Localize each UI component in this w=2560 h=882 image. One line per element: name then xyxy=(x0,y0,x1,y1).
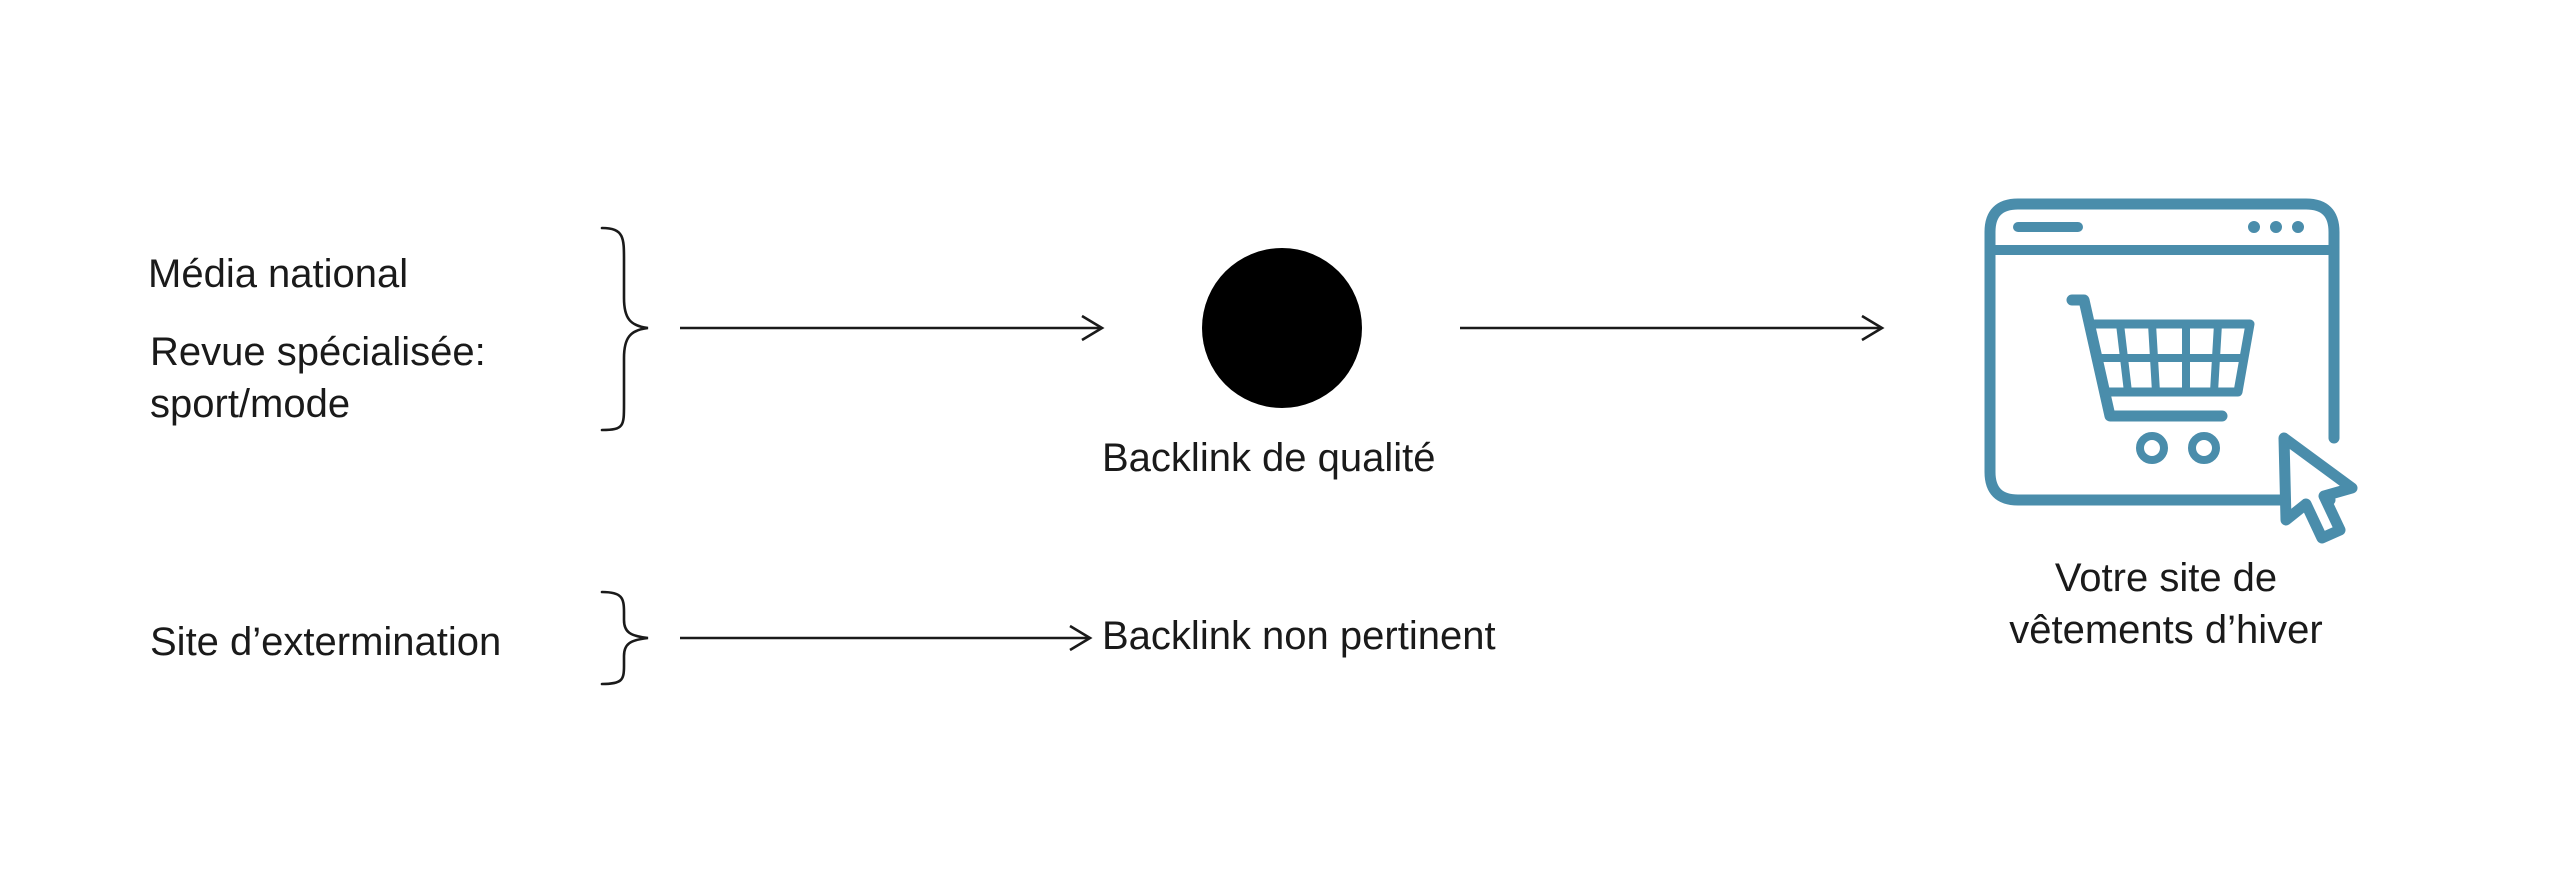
source-revue-line1: Revue spécialisée: xyxy=(150,330,486,374)
upper-curly-brace xyxy=(600,226,649,432)
shopping-cart-browser-icon xyxy=(1984,198,2358,544)
label-backlink-irrelevant: Backlink non pertinent xyxy=(1102,614,1496,658)
quality-node-circle xyxy=(1202,248,1362,408)
source-site-extermination: Site d’extermination xyxy=(150,620,502,664)
source-revue-line2: sport/mode xyxy=(150,382,351,426)
lower-curly-brace xyxy=(600,590,649,686)
target-label-line1: Votre site de xyxy=(2054,556,2278,600)
arrow-to-irrelevant xyxy=(680,624,1093,652)
target-label-line2: vêtements d’hiver xyxy=(2009,608,2323,652)
source-media-national: Média national xyxy=(148,252,409,296)
label-backlink-quality: Backlink de qualité xyxy=(1102,436,1436,480)
arrow-to-quality-node xyxy=(680,314,1105,342)
arrow-to-target xyxy=(1460,314,1885,342)
